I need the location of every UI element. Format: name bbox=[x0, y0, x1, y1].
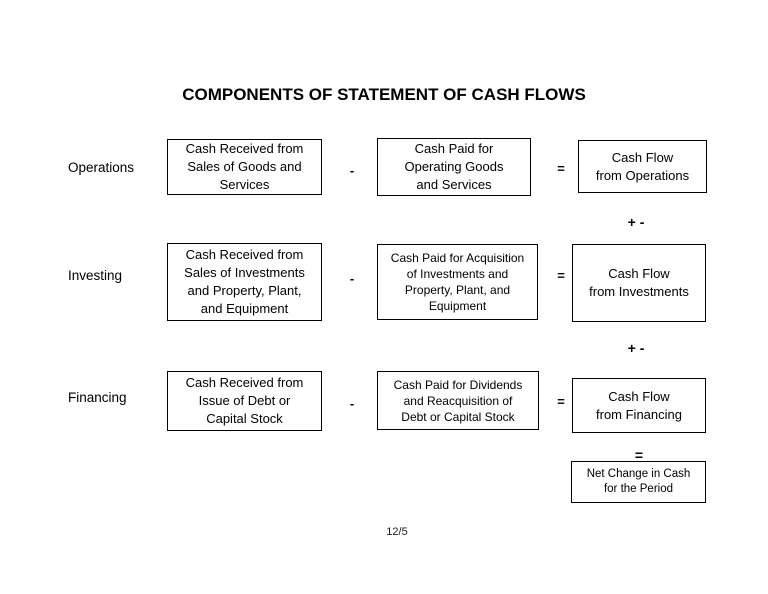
minus-operator: - bbox=[349, 271, 355, 286]
row-label-financing: Financing bbox=[68, 390, 127, 405]
minus-operator: - bbox=[349, 396, 355, 411]
operations-result-box: Cash Flow from Operations bbox=[578, 140, 707, 193]
row-label-investing: Investing bbox=[68, 268, 123, 283]
minus-operator: - bbox=[349, 163, 355, 178]
row-label-operations: Operations bbox=[68, 160, 135, 175]
plus-minus-sign: + - bbox=[627, 340, 645, 356]
final-equals-sign: = bbox=[634, 447, 644, 463]
investing-result-box: Cash Flow from Investments bbox=[572, 244, 706, 322]
financing-inflow-box: Cash Received from Issue of Debt or Capi… bbox=[167, 371, 322, 431]
investing-outflow-box: Cash Paid for Acquisition of Investments… bbox=[377, 244, 538, 320]
operations-outflow-box: Cash Paid for Operating Goods and Servic… bbox=[377, 138, 531, 196]
investing-inflow-box: Cash Received from Sales of Investments … bbox=[167, 243, 322, 321]
diagram-title: COMPONENTS OF STATEMENT OF CASH FLOWS bbox=[182, 85, 586, 104]
net-change-box: Net Change in Cash for the Period bbox=[571, 461, 706, 503]
operations-inflow-box: Cash Received from Sales of Goods and Se… bbox=[167, 139, 322, 195]
equals-operator: = bbox=[557, 394, 565, 409]
equals-operator: = bbox=[557, 268, 565, 283]
page-number: 12/5 bbox=[386, 526, 408, 538]
financing-result-box: Cash Flow from Financing bbox=[572, 378, 706, 433]
equals-operator: = bbox=[557, 161, 565, 176]
plus-minus-sign: + - bbox=[627, 214, 645, 230]
financing-outflow-box: Cash Paid for Dividends and Reacquisitio… bbox=[377, 371, 539, 430]
